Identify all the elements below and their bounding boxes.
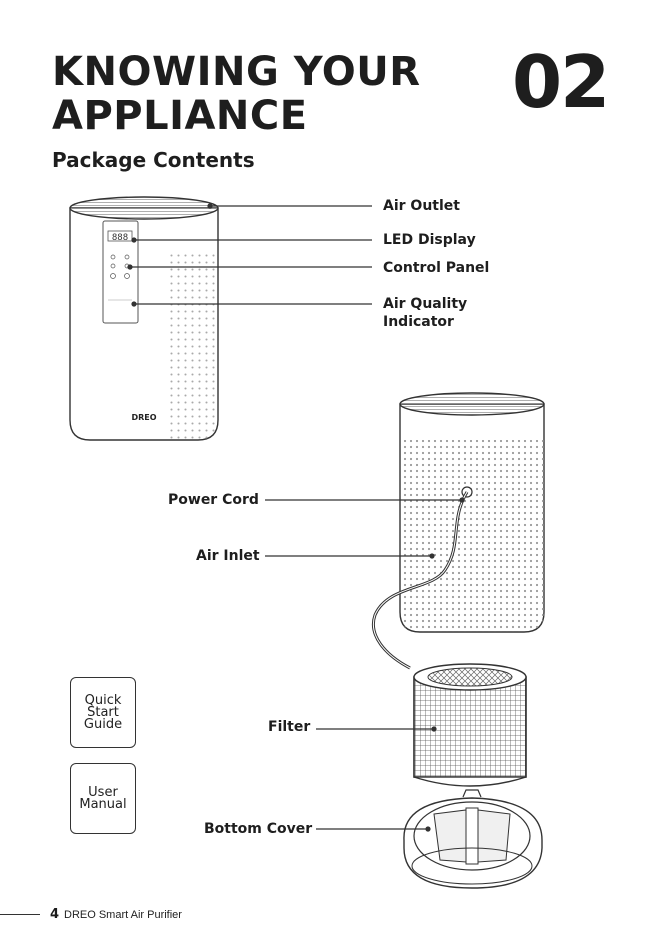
label-air-outlet: Air Outlet [383, 197, 460, 215]
label-power-cord: Power Cord [168, 491, 259, 509]
purifier-rear-view [373, 393, 546, 668]
label-control-panel: Control Panel [383, 259, 489, 277]
footer-text: DREO Smart Air Purifier [64, 907, 182, 923]
user-manual-booklet: User Manual [70, 763, 136, 834]
footer-rule [0, 914, 40, 915]
label-air-quality-line-2: Indicator [383, 313, 467, 331]
svg-text:888: 888 [112, 233, 128, 243]
bottom-cover-illustration [404, 790, 542, 888]
filter-illustration [414, 664, 526, 786]
label-air-quality-line-1: Air Quality [383, 295, 467, 313]
label-air-inlet: Air Inlet [196, 547, 260, 565]
quick-start-guide-booklet: Quick Start Guide [70, 677, 136, 748]
purifier-front-view: 888 DREO [70, 197, 220, 442]
brand-logo: DREO [131, 413, 156, 422]
label-filter: Filter [268, 718, 310, 736]
booklet-manual-line-2: Manual [79, 799, 126, 811]
label-air-quality-indicator: Air Quality Indicator [383, 295, 467, 331]
booklet-quick-line-3: Guide [84, 719, 122, 731]
label-led-display: LED Display [383, 231, 476, 249]
page-number: 4 [50, 906, 59, 924]
label-bottom-cover: Bottom Cover [204, 820, 312, 838]
